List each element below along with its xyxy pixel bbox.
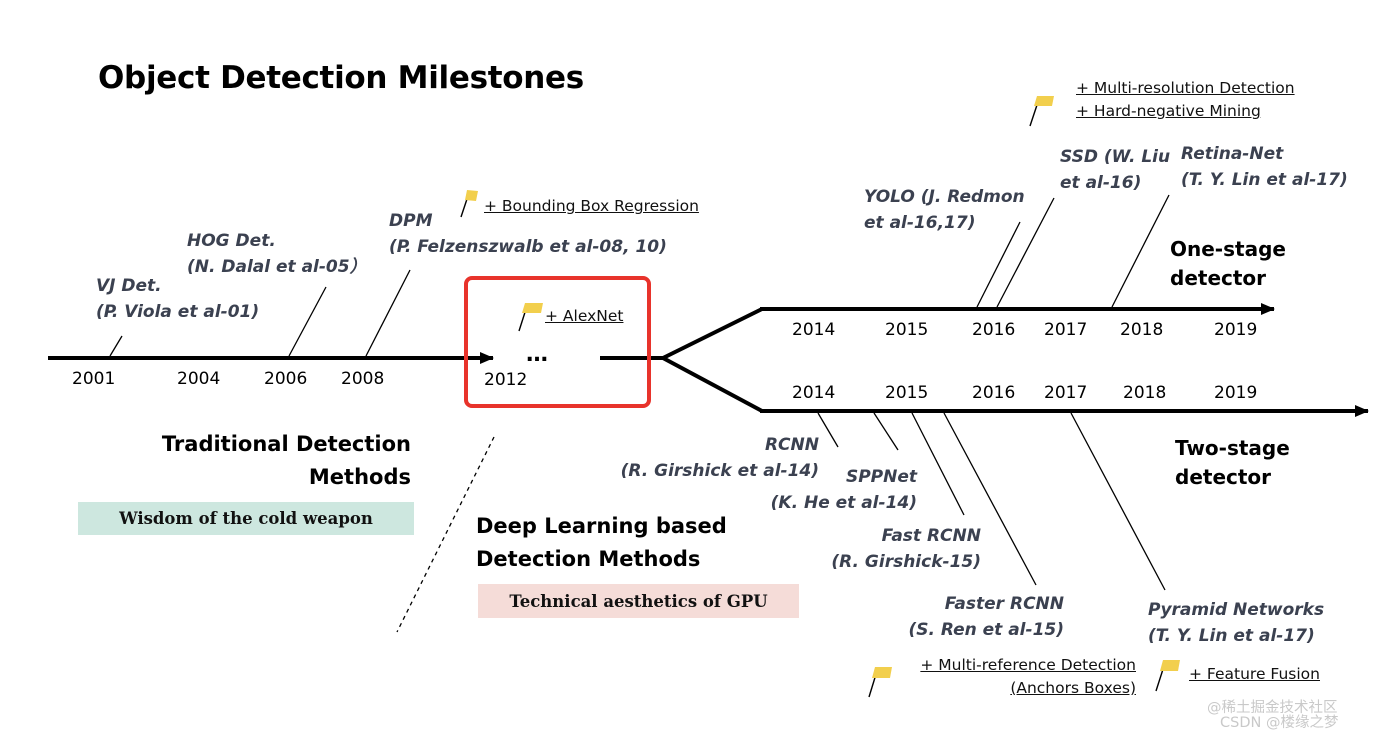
year-label: 2012 [484, 370, 528, 390]
milestone-reference: (T. Y. Lin et al-17) [1181, 170, 1348, 190]
two-stage-label: Two-stage detector [1175, 434, 1290, 492]
milestone-name: HOG Det. [187, 231, 276, 251]
section-deep-learning-heading: Deep Learning based Detection Methods [476, 510, 727, 576]
year-label: 2017 [1044, 383, 1088, 403]
feature-bbox-regression: + Bounding Box Regression [484, 197, 699, 215]
fork-down [662, 356, 763, 413]
milestone-name: Faster RCNN [944, 594, 1064, 614]
milestone-reference: (R. Girshick et al-14) [620, 461, 819, 481]
one-stage-label-line2: detector [1170, 266, 1267, 290]
feature-feature-fusion: + Feature Fusion [1189, 665, 1320, 683]
section-traditional-line1: Traditional Detection [161, 432, 411, 456]
leader-sppnet [873, 412, 899, 451]
year-label: 2016 [972, 320, 1016, 340]
milestone-retina-net: Retina-Net (T. Y. Lin et al-17) [1181, 141, 1348, 193]
section-traditional-heading: Traditional Detection Methods [162, 428, 411, 494]
milestone-name: DPM [389, 211, 433, 231]
watermark-juejin: @稀土掘金技术社区 [1207, 700, 1338, 716]
year-label: 2015 [885, 383, 929, 403]
flag-icon [1029, 96, 1054, 127]
year-label: 2001 [72, 369, 116, 389]
year-label: 2019 [1214, 383, 1258, 403]
milestone-reference: (P. Viola et al-01) [96, 302, 260, 322]
milestone-reference: et al-16) [1060, 173, 1142, 193]
one-stage-label: One-stage detector [1170, 235, 1286, 293]
badge-deep-learning: Technical aesthetics of GPU [478, 584, 799, 618]
milestone-name: SPPNet [845, 467, 917, 487]
two-stage-label-line1: Two-stage [1175, 436, 1290, 460]
milestone-reference: (N. Dalal et al-05） [187, 257, 367, 277]
flag-icon [518, 303, 543, 332]
milestone-ssd: SSD (W. Liu et al-16) [1060, 144, 1170, 196]
flag-icon [868, 667, 892, 698]
milestone-name: Retina-Net [1181, 144, 1284, 164]
leader-ssd [996, 197, 1055, 308]
feature-multi-reference-line1: + Multi-reference Detection [920, 656, 1136, 674]
milestone-name: VJ Det. [96, 276, 162, 296]
feature-multi-reference: + Multi-reference Detection (Anchors Box… [920, 654, 1136, 700]
year-label: 2018 [1120, 320, 1164, 340]
feature-anchor-boxes: (Anchors Boxes) [1010, 679, 1136, 697]
year-label: 2018 [1123, 383, 1167, 403]
year-label: 2015 [885, 320, 929, 340]
section-deep-line2: Detection Methods [476, 547, 701, 571]
one-stage-label-line1: One-stage [1170, 237, 1286, 261]
badge-traditional: Wisdom of the cold weapon [78, 502, 414, 535]
milestone-name: RCNN [764, 435, 819, 455]
deep-learning-highlight-box [464, 276, 651, 408]
leader-fpn [1070, 412, 1166, 591]
page-title: Object Detection Milestones [98, 60, 584, 96]
watermark-csdn: CSDN @楼缘之梦 [1220, 715, 1339, 731]
year-label: 2004 [177, 369, 221, 389]
milestone-yolo: YOLO (J. Redmon et al-16,17) [864, 184, 1025, 236]
milestone-fast-rcnn: Fast RCNN (R. Girshick-15) [831, 523, 981, 575]
milestone-faster-rcnn: Faster RCNN (S. Ren et al-15) [908, 591, 1064, 643]
flag-icon [1155, 660, 1180, 692]
milestone-name: YOLO (J. Redmon [864, 187, 1025, 207]
leader-lines [109, 194, 1170, 591]
leader-retina [1111, 194, 1170, 308]
milestone-reference: (K. He et al-14) [770, 493, 917, 513]
leader-faster-rcnn [943, 412, 1037, 586]
milestone-name: Pyramid Networks [1148, 600, 1325, 620]
ellipsis: … [526, 342, 549, 367]
year-label: 2016 [972, 383, 1016, 403]
feature-multi-resolution: + Multi-resolution Detection [1076, 79, 1295, 97]
milestone-hog-det: HOG Det. (N. Dalal et al-05） [187, 228, 367, 280]
leader-hog [288, 286, 327, 357]
year-label: 2019 [1214, 320, 1258, 340]
two-stage-label-line2: detector [1175, 465, 1272, 489]
milestone-reference: (T. Y. Lin et al-17) [1148, 626, 1315, 646]
section-traditional-line2: Methods [308, 465, 411, 489]
milestone-reference: et al-16,17) [864, 213, 976, 233]
leader-rcnn [817, 412, 839, 448]
milestone-reference: (P. Felzenszwalb et al-08, 10) [389, 237, 667, 257]
year-label: 2017 [1044, 320, 1088, 340]
year-label: 2014 [792, 383, 836, 403]
leader-dpm [365, 269, 411, 357]
leader-fast-rcnn [911, 412, 965, 516]
milestone-vj-det: VJ Det. (P. Viola et al-01) [96, 273, 259, 325]
milestone-dpm: DPM (P. Felzenszwalb et al-08, 10) [389, 208, 667, 260]
fork-up [662, 307, 763, 360]
flag-icon [460, 190, 478, 218]
leader-vj [109, 335, 123, 357]
leader-yolo [976, 221, 1021, 308]
year-label: 2006 [264, 369, 308, 389]
milestone-name: SSD (W. Liu [1060, 147, 1171, 167]
milestone-sppnet: SPPNet (K. He et al-14) [771, 464, 917, 516]
milestone-rcnn: RCNN (R. Girshick et al-14) [621, 432, 819, 484]
feature-alexnet: + AlexNet [545, 307, 624, 325]
feature-hard-negative: + Hard-negative Mining [1076, 102, 1261, 120]
milestone-name: Fast RCNN [881, 526, 981, 546]
year-label: 2014 [792, 320, 836, 340]
section-deep-line1: Deep Learning based [476, 514, 727, 538]
milestone-reference: (S. Ren et al-15) [908, 620, 1064, 640]
year-label: 2008 [341, 369, 385, 389]
milestone-reference: (R. Girshick-15) [831, 552, 981, 572]
milestone-feature-pyramid-networks: Pyramid Networks (T. Y. Lin et al-17) [1148, 597, 1324, 649]
